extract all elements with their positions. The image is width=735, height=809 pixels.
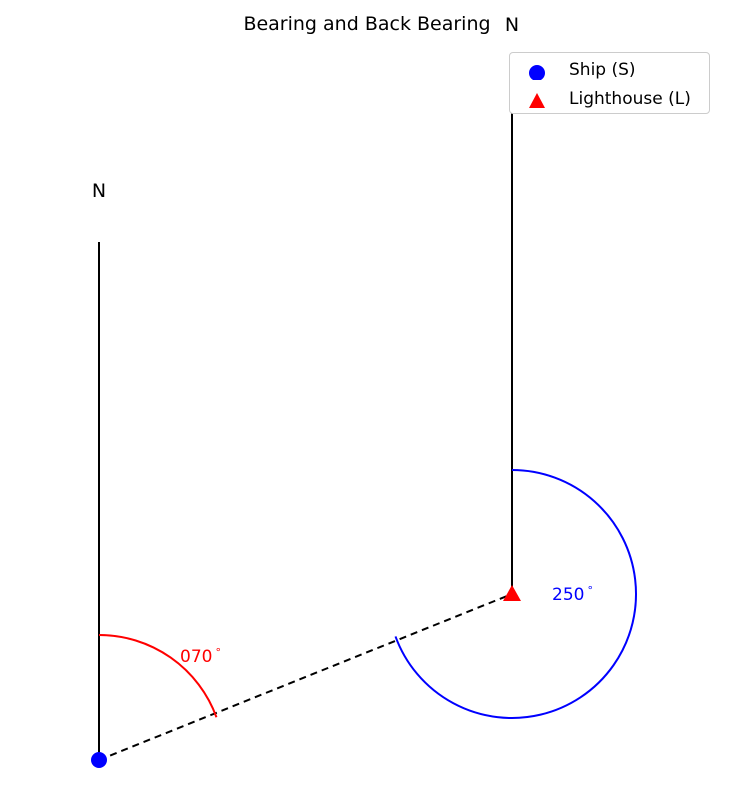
ship-bearing-arc — [98, 634, 218, 718]
ship-legend-marker — [529, 65, 545, 80]
lighthouse-bearing-arc — [394, 469, 637, 719]
legend-label-lighthouse: Lighthouse (L) — [569, 89, 691, 109]
ship-bearing-label: 070° — [180, 646, 221, 667]
lighthouse-marker — [503, 585, 521, 601]
ship-north-label: N — [92, 180, 106, 202]
lighthouse-bearing-label: 250° — [552, 584, 593, 605]
course-line — [98, 593, 513, 761]
lighthouse-north-label: N — [505, 14, 519, 36]
ship-marker — [91, 752, 107, 768]
legend: Ship (S) Lighthouse (L) — [509, 52, 710, 114]
legend-label-ship: Ship (S) — [569, 60, 636, 80]
lighthouse-legend-marker — [529, 93, 545, 108]
legend-item-ship: Ship (S) — [510, 58, 709, 82]
diagram-title: Bearing and Back Bearing — [243, 13, 490, 35]
legend-item-lighthouse: Lighthouse (L) — [510, 87, 709, 111]
